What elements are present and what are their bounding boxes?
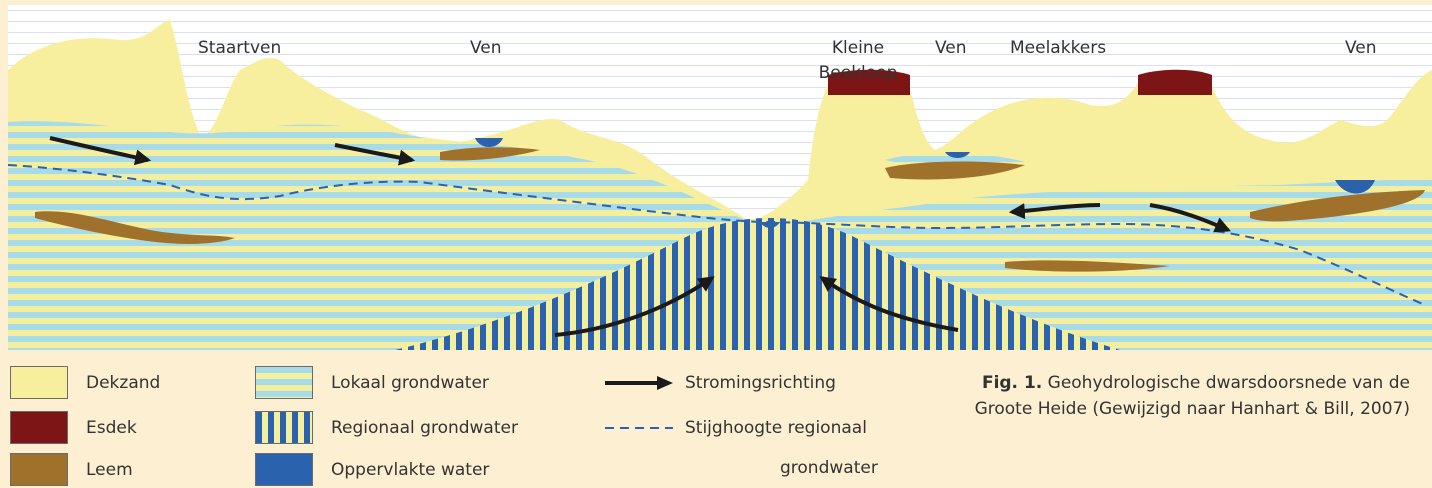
leem-lens-2 <box>440 147 540 161</box>
stromingsrichting-arrow-1 <box>49 136 152 166</box>
label-ven-1: Ven <box>470 38 502 58</box>
esdek-swatch <box>10 411 68 444</box>
legend-oppervlakte-label: Oppervlakte water <box>331 459 490 480</box>
label-kleine-beekloop: Kleine Beekloop <box>808 36 908 86</box>
esdek-2 <box>1138 69 1212 95</box>
caption-fig-label: Fig. 1. <box>981 373 1043 393</box>
label-staartven: Staartven <box>198 38 282 58</box>
label-ven-3: Ven <box>1345 38 1377 58</box>
label-kleine: Kleine <box>831 38 885 58</box>
oppervlakte-water-4 <box>760 222 780 228</box>
lokaal-swatch <box>255 366 313 399</box>
legend-lokaal-label: Lokaal grondwater <box>331 372 489 393</box>
oppervlakte-water-1 <box>475 138 503 147</box>
legend-leem-label: Leem <box>86 459 133 480</box>
legend-dekzand: Dekzand <box>10 365 160 400</box>
figure-caption: Fig. 1. Geohydrologische dwarsdoorsnede … <box>970 370 1410 422</box>
stromingsrichting-arrow-4 <box>1149 203 1231 233</box>
leem-lens-1 <box>35 211 235 244</box>
legend-esdek-label: Esdek <box>86 417 137 438</box>
legend-stijghoogte-label-2: grondwater <box>780 458 878 478</box>
label-meelakkers: Meelakkers <box>1010 38 1107 58</box>
stromingsrichting-arrow-5 <box>554 276 715 337</box>
stijghoogte-line <box>7 164 1426 306</box>
stromingsrichting-arrow-3 <box>1008 203 1101 220</box>
stromingsrichting-arrow-2 <box>334 143 416 166</box>
legend-esdek: Esdek <box>10 410 137 445</box>
oppervlakte-water-3 <box>1335 180 1375 194</box>
arrow-icon <box>605 375 673 390</box>
leem-lens-5 <box>1250 190 1425 222</box>
caption-text: Geohydrologische dwarsdoorsnede van de G… <box>974 373 1410 419</box>
legend-lokaal: Lokaal grondwater <box>255 365 489 400</box>
leem-swatch <box>10 453 68 486</box>
esdek-1 <box>828 69 910 95</box>
label-beekloop: Beekloop <box>818 63 898 83</box>
dashed-line-icon <box>605 426 673 429</box>
leem-lens-4 <box>1005 260 1170 272</box>
leem-lens-3 <box>885 161 1025 180</box>
legend-leem: Leem <box>10 452 133 487</box>
label-ven-2: Ven <box>935 38 967 58</box>
legend-stijghoogte-label: Stijghoogte regionaal <box>685 417 867 438</box>
oppervlakte-water-2 <box>945 152 970 158</box>
legend-regionaal: Regionaal grondwater <box>255 410 518 445</box>
legend-stroming: Stromingsrichting <box>605 365 836 400</box>
legend-regionaal-label: Regionaal grondwater <box>331 417 518 438</box>
regionaal-grondwater <box>395 218 1120 350</box>
legend-dekzand-label: Dekzand <box>86 372 161 393</box>
cross-section-diagram <box>7 5 1432 350</box>
legend-stroming-label: Stromingsrichting <box>685 372 836 393</box>
stromingsrichting-arrow-6 <box>819 276 959 332</box>
dekzand-swatch <box>10 366 68 399</box>
regionaal-swatch <box>255 411 313 444</box>
legend-stijghoogte: Stijghoogte regionaal <box>605 410 867 445</box>
oppervlakte-swatch <box>255 453 313 486</box>
legend-oppervlakte: Oppervlakte water <box>255 452 489 487</box>
